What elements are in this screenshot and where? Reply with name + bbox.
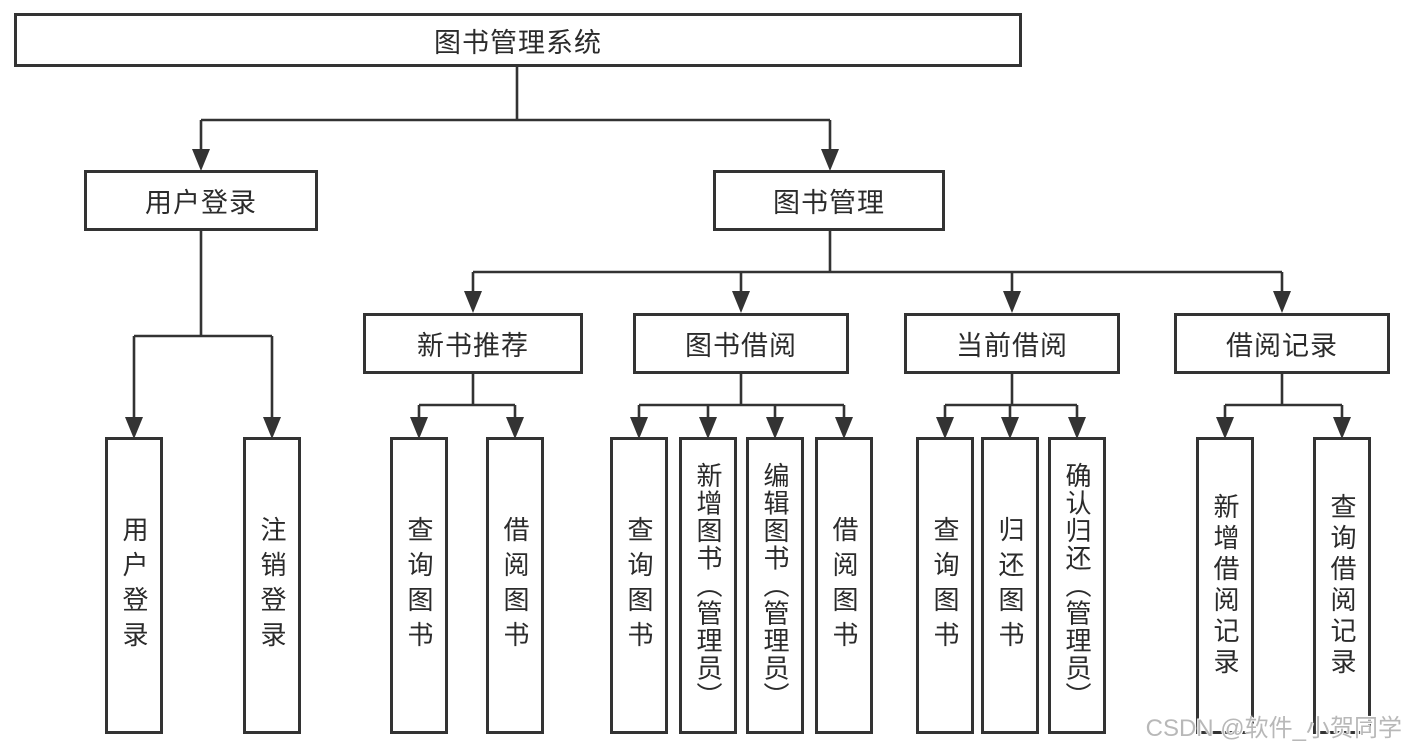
node-new-book-recommend-label: 新书推荐 — [417, 331, 529, 361]
leaf-logout: 注销登录 — [243, 437, 301, 734]
node-book-management: 图书管理 — [713, 170, 945, 231]
node-borrow-records: 借阅记录 — [1174, 313, 1390, 374]
leaf-return-books: 归还图书 — [981, 437, 1039, 734]
leaf-add-book-admin: 新增图书（管理员） — [679, 437, 737, 734]
leaf-logout-label: 注销登录 — [257, 515, 287, 656]
node-user-login-group-label: 用户登录 — [145, 188, 257, 218]
leaf-edit-book-admin-label: 编辑图书（管理员） — [760, 461, 790, 710]
node-book-borrowing: 图书借阅 — [633, 313, 849, 374]
leaf-borrow-books: 借阅图书 — [815, 437, 873, 734]
node-book-management-label: 图书管理 — [773, 188, 885, 218]
leaf-edit-book-admin: 编辑图书（管理员） — [746, 437, 804, 734]
leaf-query-books-borrow: 查询图书 — [610, 437, 668, 734]
leaf-query-books-current-label: 查询图书 — [930, 515, 960, 656]
leaf-user-login-label: 用户登录 — [119, 515, 149, 656]
leaf-query-books-recommend-label: 查询图书 — [404, 515, 434, 656]
leaf-confirm-return-admin-label: 确认归还（管理员） — [1062, 461, 1092, 710]
leaf-add-borrow-record-label: 新增借阅记录 — [1210, 492, 1240, 679]
leaf-query-books-borrow-label: 查询图书 — [624, 515, 654, 656]
watermark: CSDN @软件_小贺同学 — [1145, 715, 1402, 742]
leaf-query-books-current: 查询图书 — [916, 437, 974, 734]
leaf-return-books-label: 归还图书 — [995, 515, 1025, 656]
leaf-add-book-admin-label: 新增图书（管理员） — [693, 461, 723, 710]
leaf-add-borrow-record: 新增借阅记录 — [1196, 437, 1254, 734]
leaf-confirm-return-admin: 确认归还（管理员） — [1048, 437, 1106, 734]
arrowheads — [125, 149, 1351, 439]
leaf-query-borrow-record: 查询借阅记录 — [1313, 437, 1371, 734]
node-book-borrowing-label: 图书借阅 — [685, 331, 797, 361]
node-current-borrowing: 当前借阅 — [904, 313, 1120, 374]
leaf-user-login: 用户登录 — [105, 437, 163, 734]
node-current-borrowing-label: 当前借阅 — [956, 331, 1068, 361]
leaf-borrow-books-label: 借阅图书 — [829, 515, 859, 656]
node-new-book-recommend: 新书推荐 — [363, 313, 583, 374]
leaf-borrow-books-recommend: 借阅图书 — [486, 437, 544, 734]
leaf-borrow-books-recommend-label: 借阅图书 — [500, 515, 530, 656]
leaf-query-borrow-record-label: 查询借阅记录 — [1327, 492, 1357, 679]
node-borrow-records-label: 借阅记录 — [1226, 331, 1338, 361]
connector-line — [132, 66, 1344, 421]
node-root: 图书管理系统 — [14, 13, 1022, 67]
leaf-query-books-recommend: 查询图书 — [390, 437, 448, 734]
node-user-login-group: 用户登录 — [84, 170, 318, 231]
node-root-label: 图书管理系统 — [434, 27, 602, 58]
